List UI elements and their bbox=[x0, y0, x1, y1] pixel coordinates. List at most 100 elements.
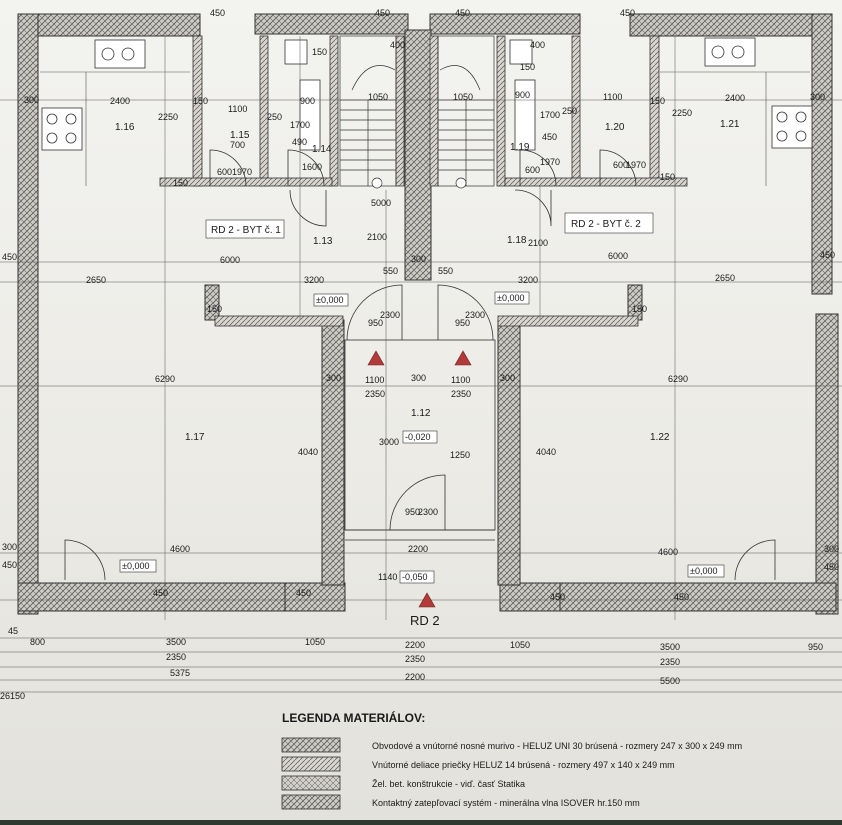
svg-text:3200: 3200 bbox=[304, 275, 324, 285]
svg-text:5000: 5000 bbox=[371, 198, 391, 208]
partition-wc-left bbox=[329, 35, 339, 187]
svg-text:3500: 3500 bbox=[660, 642, 680, 652]
door-1.15 bbox=[209, 149, 247, 187]
svg-text:4600: 4600 bbox=[658, 547, 678, 557]
partition-stair-right bbox=[429, 35, 439, 187]
svg-text:900: 900 bbox=[515, 90, 530, 100]
svg-text:150: 150 bbox=[173, 178, 188, 188]
svg-text:950: 950 bbox=[405, 507, 420, 517]
svg-text:2300: 2300 bbox=[465, 310, 485, 320]
svg-text:300: 300 bbox=[500, 373, 515, 383]
wall-hall-right bbox=[497, 319, 521, 586]
svg-text:450: 450 bbox=[210, 8, 225, 18]
partition-wc-right bbox=[496, 35, 506, 187]
washbasin-left bbox=[284, 39, 308, 65]
svg-text:550: 550 bbox=[383, 266, 398, 276]
svg-text:150: 150 bbox=[520, 62, 535, 72]
level-left-hall: ±0,000 bbox=[316, 295, 343, 305]
svg-text:450: 450 bbox=[550, 592, 565, 602]
room-1.18: 1.18 bbox=[507, 235, 527, 246]
sink-right bbox=[704, 37, 756, 67]
door-1.20 bbox=[599, 149, 637, 187]
svg-text:4600: 4600 bbox=[170, 544, 190, 554]
svg-text:900: 900 bbox=[300, 96, 315, 106]
partition-h-right bbox=[497, 315, 639, 327]
door-1.13 bbox=[289, 189, 327, 227]
svg-text:950: 950 bbox=[368, 318, 383, 328]
svg-text:300: 300 bbox=[2, 542, 17, 552]
partition-kitchen-right bbox=[649, 35, 660, 187]
svg-text:5375: 5375 bbox=[170, 668, 190, 678]
svg-text:4040: 4040 bbox=[298, 447, 318, 457]
room-1.12: 1.12 bbox=[411, 408, 431, 419]
svg-text:300: 300 bbox=[810, 92, 825, 102]
svg-text:450: 450 bbox=[153, 588, 168, 598]
dims-bottom-row1: 45 800 3500 1050 2200 1050 3500 950 bbox=[8, 626, 823, 652]
svg-text:150: 150 bbox=[193, 96, 208, 106]
svg-text:450: 450 bbox=[296, 588, 311, 598]
door-1.19 bbox=[519, 149, 557, 187]
level-1.17: ±0,000 bbox=[122, 561, 149, 571]
svg-text:450: 450 bbox=[824, 562, 839, 572]
level-1.22: ±0,000 bbox=[690, 566, 717, 576]
svg-text:150: 150 bbox=[650, 96, 665, 106]
svg-text:2350: 2350 bbox=[451, 389, 471, 399]
svg-text:2400: 2400 bbox=[725, 93, 745, 103]
counters bbox=[40, 71, 810, 186]
hob-left bbox=[41, 107, 83, 151]
door-1.18 bbox=[514, 189, 552, 227]
room-1.14: 1.14 bbox=[312, 144, 332, 155]
svg-text:490: 490 bbox=[292, 137, 307, 147]
svg-text:1970: 1970 bbox=[232, 167, 252, 177]
washbasin-right bbox=[509, 39, 533, 65]
door-hall-right bbox=[437, 284, 494, 341]
stair-left bbox=[339, 35, 397, 187]
legend-swatch-2 bbox=[281, 756, 341, 772]
stairs bbox=[339, 35, 495, 189]
door-1.14 bbox=[287, 149, 325, 187]
legend-item-3: Žel. bet. konštrukcie - viď. časť Statik… bbox=[372, 779, 525, 789]
svg-text:45: 45 bbox=[8, 626, 18, 636]
svg-text:2650: 2650 bbox=[715, 273, 735, 283]
dims-top: 450 450 150 400 400 150 450 450 bbox=[210, 8, 635, 72]
svg-text:1050: 1050 bbox=[368, 92, 388, 102]
svg-text:250: 250 bbox=[562, 106, 577, 116]
wall-bottom-right-inner bbox=[499, 582, 561, 612]
unit-label-byt1: RD 2 - BYT č. 1 bbox=[211, 225, 281, 236]
legend-swatch-4 bbox=[281, 794, 341, 810]
wall-stub-left bbox=[204, 284, 220, 321]
legend-title: LEGENDA MATERIÁLOV: bbox=[282, 710, 425, 725]
svg-text:2350: 2350 bbox=[405, 654, 425, 664]
svg-text:450: 450 bbox=[674, 592, 689, 602]
svg-text:2200: 2200 bbox=[408, 544, 428, 554]
svg-text:6000: 6000 bbox=[220, 255, 240, 265]
svg-text:2650: 2650 bbox=[86, 275, 106, 285]
svg-text:4040: 4040 bbox=[536, 447, 556, 457]
svg-text:450: 450 bbox=[2, 560, 17, 570]
svg-text:2350: 2350 bbox=[660, 657, 680, 667]
door-terrace-right bbox=[734, 539, 776, 581]
room-1.15: 1.15 bbox=[230, 130, 250, 141]
svg-text:150: 150 bbox=[632, 304, 647, 314]
svg-text:1970: 1970 bbox=[540, 157, 560, 167]
svg-text:1050: 1050 bbox=[305, 637, 325, 647]
dims-bottom-row2: 2350 2350 2350 bbox=[166, 652, 680, 667]
svg-text:700: 700 bbox=[230, 140, 245, 150]
wall-stub-right bbox=[627, 284, 643, 321]
svg-text:950: 950 bbox=[808, 642, 823, 652]
svg-text:1970: 1970 bbox=[626, 160, 646, 170]
svg-text:400: 400 bbox=[530, 40, 545, 50]
stair-start-right bbox=[455, 177, 467, 189]
svg-text:2300: 2300 bbox=[418, 507, 438, 517]
svg-text:450: 450 bbox=[620, 8, 635, 18]
svg-text:600: 600 bbox=[525, 165, 540, 175]
wall-bottom-right bbox=[544, 582, 837, 612]
svg-text:1100: 1100 bbox=[228, 104, 247, 114]
svg-text:150: 150 bbox=[207, 304, 222, 314]
svg-text:950: 950 bbox=[455, 318, 470, 328]
svg-text:600: 600 bbox=[217, 167, 232, 177]
fixtures bbox=[41, 37, 813, 151]
room-1.20: 1.20 bbox=[605, 122, 625, 133]
